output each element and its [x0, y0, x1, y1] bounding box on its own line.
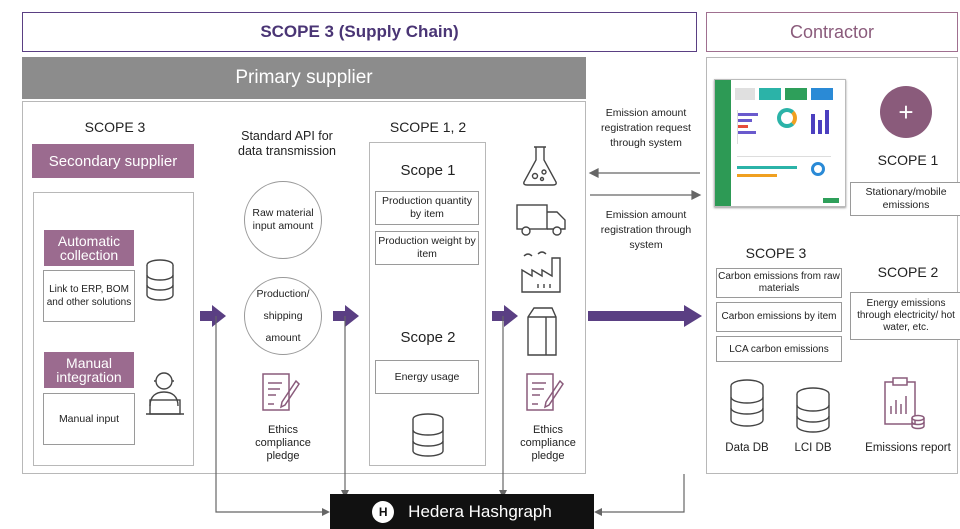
stationary-emissions-box: Stationary/mobile emissions: [850, 182, 960, 216]
scope12-title: SCOPE 1, 2: [389, 119, 467, 135]
production-shipping-circle: Production/ shipping amount: [244, 277, 322, 355]
contractor-header: Contractor: [706, 12, 958, 52]
scope3-label: SCOPE 3: [84, 119, 146, 135]
dashboard-donut: [777, 108, 797, 128]
carbon-raw-box: Carbon emissions from raw materials: [716, 268, 842, 298]
database-icon: [730, 379, 764, 427]
add-icon: +: [880, 86, 932, 138]
pledge-document-icon: [262, 373, 300, 411]
automatic-collection-label: Automatic collection: [44, 230, 134, 266]
contractor-scope3-label: SCOPE 3: [745, 245, 807, 261]
dashboard-line: [737, 166, 797, 169]
primary-supplier-banner: Primary supplier: [22, 57, 586, 99]
ethics-pledge-label-1: Ethics compliance pledge: [255, 423, 311, 462]
dashboard-screenshot: [714, 79, 846, 207]
registration-text: Emission amount registration through sys…: [600, 208, 692, 251]
database-icon: [146, 259, 174, 301]
dashboard-tile: [735, 88, 755, 100]
carbon-item-box: Carbon emissions by item: [716, 302, 842, 332]
production-shipping-text: Production/ shipping amount: [256, 288, 310, 344]
truck-icon: [516, 204, 566, 236]
secondary-supplier-label: Secondary supplier: [32, 144, 194, 178]
manual-integration-label: Manual integration: [44, 352, 134, 388]
emissions-report-icon: [884, 377, 925, 430]
ethics-pledge-label-2: Ethics compliance pledge: [520, 423, 576, 462]
raw-material-circle: Raw material input amount: [244, 181, 322, 259]
database-icon: [796, 387, 830, 433]
hedera-logo-icon: H: [372, 500, 395, 523]
dashboard-tile: [785, 88, 807, 100]
plus-glyph: +: [898, 96, 914, 127]
bidirectional-arrows: [588, 168, 702, 200]
lci-db-label: LCI DB: [794, 442, 832, 454]
dashboard-button: [823, 198, 839, 203]
factory-icon: [521, 251, 561, 293]
manual-input-box: Manual input: [43, 393, 135, 445]
person-computer-icon: [146, 372, 184, 415]
emissions-report-label: Emissions report: [865, 442, 951, 454]
hedera-label: Hedera Hashgraph: [408, 501, 552, 521]
dashboard-column: [825, 110, 829, 134]
pledge-document-icon: [526, 373, 564, 411]
package-icon: [527, 307, 557, 356]
dashboard-column: [818, 120, 822, 134]
lca-box: LCA carbon emissions: [716, 336, 842, 362]
hedera-hashgraph-banner: H Hedera Hashgraph: [330, 494, 594, 529]
contractor-scope1-label: SCOPE 1: [877, 152, 939, 168]
energy-emissions-box: Energy emissions through electricity/ ho…: [850, 292, 960, 340]
production-weight-box: Production weight by item: [375, 231, 479, 265]
energy-usage-box: Energy usage: [375, 360, 479, 394]
arrow-right-icon: [333, 305, 359, 327]
database-icon: [412, 413, 444, 457]
dashboard-line: [737, 174, 777, 177]
scope2-label: Scope 2: [400, 328, 456, 346]
dashboard-bars: [737, 110, 761, 144]
arrow-right-icon: [200, 305, 226, 327]
contractor-scope2-label: SCOPE 2: [877, 264, 939, 280]
flask-icon: [523, 146, 557, 186]
dashboard-gauge: [811, 162, 825, 176]
standard-api-title: Standard API for data transmission: [238, 129, 336, 158]
data-db-label: Data DB: [725, 442, 769, 454]
request-text: Emission amount registration request thr…: [601, 106, 691, 149]
dashboard-column: [811, 114, 815, 134]
dashboard-tile: [811, 88, 833, 100]
raw-material-text: Raw material input amount: [252, 207, 314, 232]
scope3-supply-chain-header: SCOPE 3 (Supply Chain): [22, 12, 697, 52]
scope1-label: Scope 1: [400, 161, 456, 179]
arrow-right-icon: [492, 305, 518, 327]
dashboard-tile: [759, 88, 781, 100]
production-quantity-box: Production quantity by item: [375, 191, 479, 225]
erp-link-box: Link to ERP, BOM and other solutions: [43, 270, 135, 322]
big-arrow-right-icon: [588, 305, 702, 327]
dashboard-sidebar: [715, 80, 731, 206]
dashboard-divider: [737, 156, 831, 157]
